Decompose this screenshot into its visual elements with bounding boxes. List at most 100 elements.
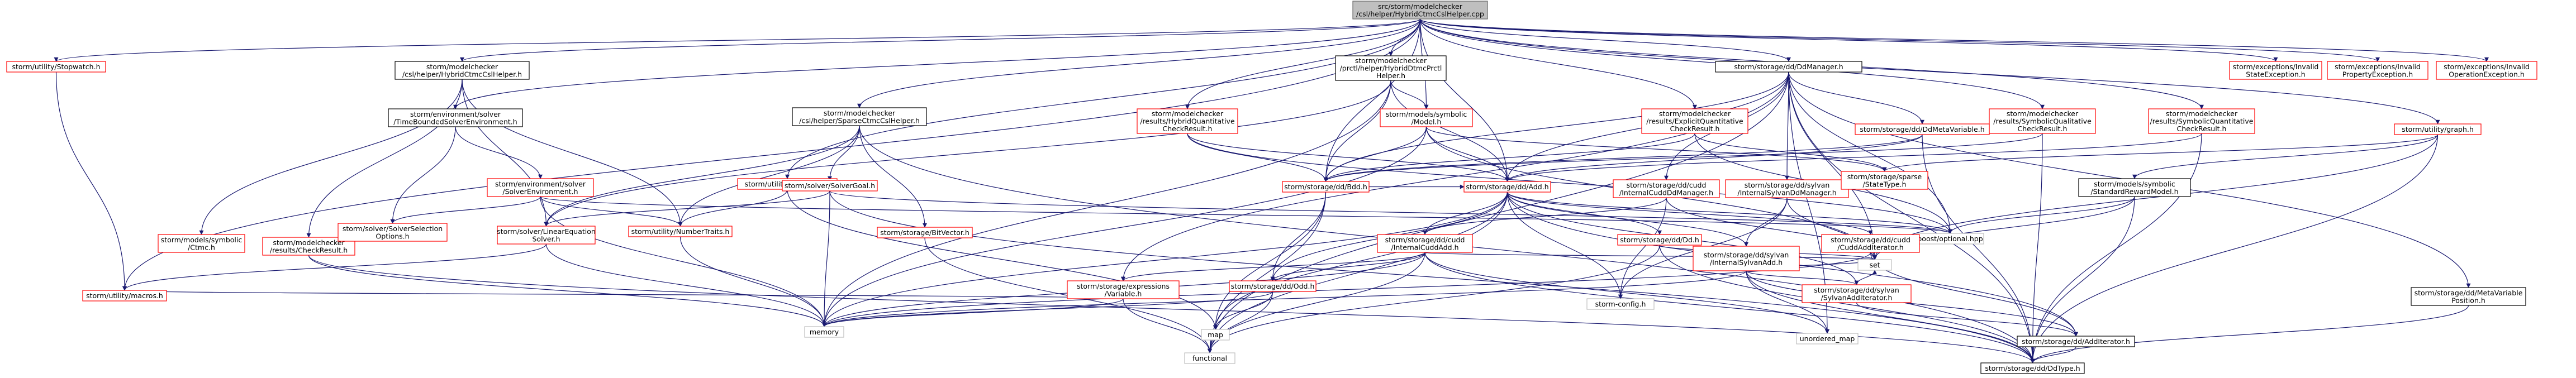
node-cuddaddit[interactable]: storm/storage/dd/cudd/CuddAddIterator.h xyxy=(1821,234,1920,253)
node-stormconfig[interactable]: storm-config.h xyxy=(1586,298,1655,310)
node-label-line: storm/utility/graph.h xyxy=(2402,125,2474,133)
node-solvergoal[interactable]: storm/solver/SolverGoal.h xyxy=(782,180,878,192)
node-box xyxy=(1201,329,1230,341)
node-unorderedmap[interactable]: unordered_map xyxy=(1796,333,1859,344)
node-cuddmgr[interactable]: storm/storage/dd/cudd/InternalCuddDdMana… xyxy=(1613,179,1720,198)
edge-linsolver-to-macros xyxy=(122,243,547,291)
node-box xyxy=(2436,61,2537,80)
node-stopwatch[interactable]: storm/utility/Stopwatch.h xyxy=(6,61,106,73)
node-ddmeta[interactable]: storm/storage/dd/DdMetaVariable.h xyxy=(1855,123,1990,135)
edge-scch-to-solvergoal xyxy=(828,125,860,181)
node-macros[interactable]: storm/utility/macros.h xyxy=(82,290,167,302)
node-label-line: StateException.h xyxy=(2246,70,2306,78)
node-exprop[interactable]: storm/exceptions/InvalidPropertyExceptio… xyxy=(2327,61,2428,80)
node-box xyxy=(487,178,594,197)
node-root[interactable]: src/storm/modelchecker/csl/helper/Hybrid… xyxy=(1352,1,1488,20)
edge-ddmanager-to-sylvanmgr xyxy=(1785,71,1790,180)
node-label-line: storm/modelchecker xyxy=(824,109,896,117)
node-label-line: storm/environment/solver xyxy=(410,110,501,118)
node-hcch[interactable]: storm/modelchecker/csl/helper/HybridCtmc… xyxy=(395,61,530,80)
node-box xyxy=(1641,108,1748,134)
edge-ddmanager-to-set xyxy=(1788,71,1877,260)
node-label-line: /csl/helper/HybridCtmcCslHelper.cpp xyxy=(1356,9,1484,18)
node-checkresult[interactable]: storm/modelchecker/results/CheckResult.h xyxy=(262,237,355,256)
edge-root-to-hqcr xyxy=(1185,18,1421,109)
node-label-line: storm/models/symbolic xyxy=(2094,180,2175,188)
node-exprvar[interactable]: storm/storage/expressions/Variable.h xyxy=(1067,280,1180,299)
node-symmodel[interactable]: storm/models/symbolic/Model.h xyxy=(1380,108,1473,127)
edge-cuddmgr-to-stormconfig xyxy=(1618,197,1667,299)
node-sqcr2[interactable]: storm/modelchecker/results/SymbolicQuant… xyxy=(2148,108,2255,134)
edge-sqcr1-to-bdd xyxy=(1323,133,2043,182)
node-label-line: CheckResult.h xyxy=(2018,125,2068,133)
node-statetype[interactable]: storm/storage/sparse/StateType.h xyxy=(1841,171,1928,190)
node-label-line: storm/storage/dd/Bdd.h xyxy=(1284,183,1367,191)
node-eqcr[interactable]: storm/modelchecker/results/ExplicitQuant… xyxy=(1641,108,1748,134)
node-box xyxy=(2394,123,2482,135)
node-tbse[interactable]: storm/environment/solver/TimeBoundedSolv… xyxy=(388,108,523,127)
node-label-line: storm/storage/BitVector.h xyxy=(880,228,969,237)
node-label-line: /InternalSylvanDdManager.h xyxy=(1737,188,1836,197)
node-label-line: /SolverEnvironment.h xyxy=(502,187,578,195)
node-box xyxy=(6,61,106,73)
node-functional[interactable]: functional xyxy=(1184,352,1235,364)
node-hdpch[interactable]: storm/modelchecker/prctl/helper/HybridDt… xyxy=(1335,55,1447,81)
node-label-line: Options.h xyxy=(376,232,409,240)
node-hqcr[interactable]: storm/modelchecker/results/HybridQuantit… xyxy=(1137,108,1238,134)
node-set[interactable]: set xyxy=(1857,259,1892,271)
edge-sqcr1-to-ddtype xyxy=(2030,133,2043,363)
node-bitvector[interactable]: storm/storage/BitVector.h xyxy=(877,227,973,238)
node-ddtype[interactable]: storm/storage/dd/DdType.h xyxy=(1980,362,2085,374)
edge-rewardmodel-to-optional xyxy=(1948,196,2135,234)
node-label-line: /Variable.h xyxy=(1105,289,1142,298)
edge-graph-to-ddtype xyxy=(2030,134,2439,363)
node-label-line: storm/modelchecker xyxy=(1659,109,1731,118)
node-sylvanadd[interactable]: storm/storage/dd/sylvan/InternalSylvanAd… xyxy=(1693,246,1800,271)
node-label-line: /TimeBoundedSolverEnvironment.h xyxy=(393,117,517,126)
node-graph[interactable]: storm/utility/graph.h xyxy=(2394,123,2482,135)
node-label-line: /InternalSylvanAdd.h xyxy=(1710,258,1783,266)
edge-solverenv-to-solveropts xyxy=(390,196,541,224)
edge-ddmanager-to-optional xyxy=(1788,71,1952,234)
node-sylvanmgr[interactable]: storm/storage/dd/sylvan/InternalSylvanDd… xyxy=(1725,179,1849,198)
edge-hdpch-to-memory xyxy=(822,80,1391,327)
node-ddmanager[interactable]: storm/storage/dd/DdManager.h xyxy=(1715,61,1862,73)
edge-metavarpos-to-ddtype xyxy=(2030,305,2469,363)
node-additerator[interactable]: storm/storage/dd/AddIterator.h xyxy=(2017,336,2135,347)
node-label-line: Position.h xyxy=(2451,296,2485,304)
edge-sylvanaddit-to-set xyxy=(1856,270,1877,285)
node-solverenv[interactable]: storm/environment/solver/SolverEnvironme… xyxy=(487,178,594,197)
node-map[interactable]: map xyxy=(1201,329,1230,341)
node-dd[interactable]: storm/storage/dd/Dd.h xyxy=(1617,234,1702,246)
node-sqcr1[interactable]: storm/modelchecker/results/SymbolicQuali… xyxy=(1989,108,2096,134)
node-box xyxy=(782,180,878,192)
node-numtraits[interactable]: storm/utility/NumberTraits.h xyxy=(628,226,733,237)
node-bdd[interactable]: storm/storage/dd/Bdd.h xyxy=(1282,181,1370,193)
node-optional[interactable]: boost/optional.hpp xyxy=(1916,233,1984,245)
node-label-line: storm/solver/SolverSelection xyxy=(343,224,443,233)
node-symctmc[interactable]: storm/models/symbolic/Ctmc.h xyxy=(158,234,245,253)
node-memory[interactable]: memory xyxy=(804,326,844,338)
edge-sqcr2-to-add xyxy=(1505,133,2202,182)
node-exop[interactable]: storm/exceptions/InvalidOperationExcepti… xyxy=(2436,61,2537,80)
node-cuddadd[interactable]: storm/storage/dd/cudd/InternalCuddAdd.h xyxy=(1377,234,1473,253)
node-label-line: PropertyException.h xyxy=(2342,70,2413,78)
edge-add-to-map xyxy=(1213,192,1508,330)
node-add[interactable]: storm/storage/dd/Add.h xyxy=(1463,181,1551,193)
edge-hcch-to-linsolver xyxy=(462,79,549,227)
edge-ddmanager-to-ddmeta xyxy=(1788,71,1924,125)
edge-add-to-functional xyxy=(1208,192,1508,353)
node-rewardmodel[interactable]: storm/models/symbolic/StandardRewardMode… xyxy=(2078,178,2191,197)
edge-graph-to-rewardmodel xyxy=(2132,134,2439,179)
edge-bdd-to-odd xyxy=(1270,192,1327,281)
node-label-line: /results/SymbolicQualitative xyxy=(1993,117,2092,126)
node-scch[interactable]: storm/modelchecker/csl/helper/SparseCtmc… xyxy=(792,107,927,126)
node-sylvanaddit[interactable]: storm/storage/dd/sylvan/SylvanAddIterato… xyxy=(1802,284,1912,303)
edge-solverenv-to-memory xyxy=(540,196,826,327)
node-odd[interactable]: storm/storage/dd/Odd.h xyxy=(1229,280,1316,292)
edge-eqcr-to-bdd xyxy=(1323,133,1695,182)
